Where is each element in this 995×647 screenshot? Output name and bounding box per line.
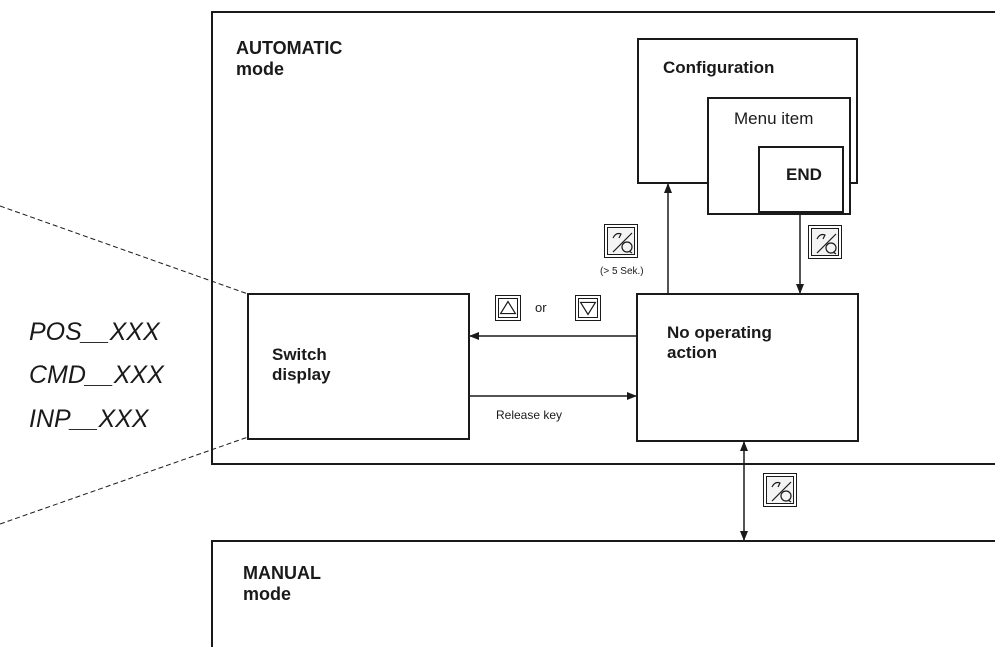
automatic-mode-title: AUTOMATIC mode <box>236 38 342 79</box>
automatic-mode-line2: mode <box>236 58 285 79</box>
end-label: END <box>786 165 822 184</box>
display-option-pos: POS__XXX <box>29 318 160 346</box>
display-option-inp: INP__XXX <box>29 405 149 433</box>
no-operating-action-line1: No operating <box>667 323 772 342</box>
end-box <box>758 146 844 213</box>
switch-display-label: Switch display <box>272 345 331 384</box>
switch-display-line2: display <box>272 364 331 384</box>
display-option-cmd: CMD__XXX <box>29 361 164 389</box>
hold-duration-note: (> 5 Sek.) <box>600 266 644 277</box>
down-arrow-key-icon <box>575 295 601 321</box>
no-operating-action-line2: action <box>667 342 718 362</box>
hand-press-key-icon <box>808 225 842 259</box>
or-text: or <box>535 300 547 315</box>
automatic-mode-line1: AUTOMATIC <box>236 38 343 58</box>
up-arrow-key-icon <box>495 295 521 321</box>
switch-display-box <box>247 293 470 440</box>
no-operating-action-box <box>636 293 859 442</box>
hand-press-key-icon <box>763 473 797 507</box>
hand-press-key-icon <box>604 224 638 258</box>
dashed-line-bottom <box>0 436 249 525</box>
dashed-line-top <box>0 205 249 295</box>
manual-mode-line2: mode <box>243 583 292 604</box>
no-operating-action-label: No operating action <box>667 323 772 362</box>
menu-item-label: Menu item <box>734 109 814 128</box>
automatic-mode-frame <box>211 11 995 465</box>
manual-mode-line1: MANUAL <box>243 563 321 583</box>
configuration-label: Configuration <box>663 58 775 77</box>
manual-mode-frame <box>211 540 995 647</box>
switch-display-line1: Switch <box>272 345 327 364</box>
manual-mode-title: MANUAL mode <box>243 563 321 604</box>
release-key-label: Release key <box>496 408 563 422</box>
